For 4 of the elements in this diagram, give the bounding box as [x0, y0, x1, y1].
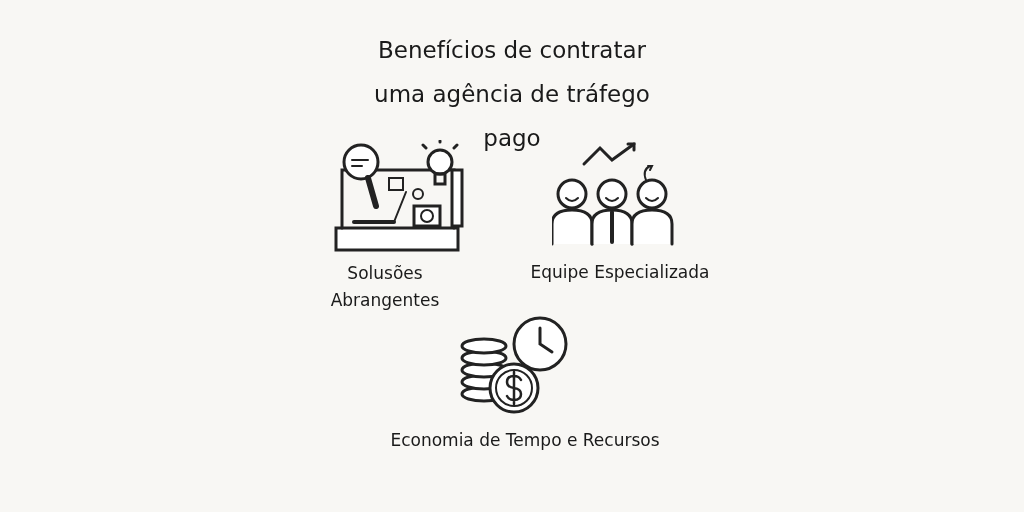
caption: Solusões Abrangentes — [329, 262, 441, 312]
title: Benefícios de contratar uma agência de tráfego pago — [373, 36, 651, 153]
caption: Equipe Especializada — [529, 261, 711, 284]
caption: Economia de Tempo e Recursos — [389, 429, 661, 452]
